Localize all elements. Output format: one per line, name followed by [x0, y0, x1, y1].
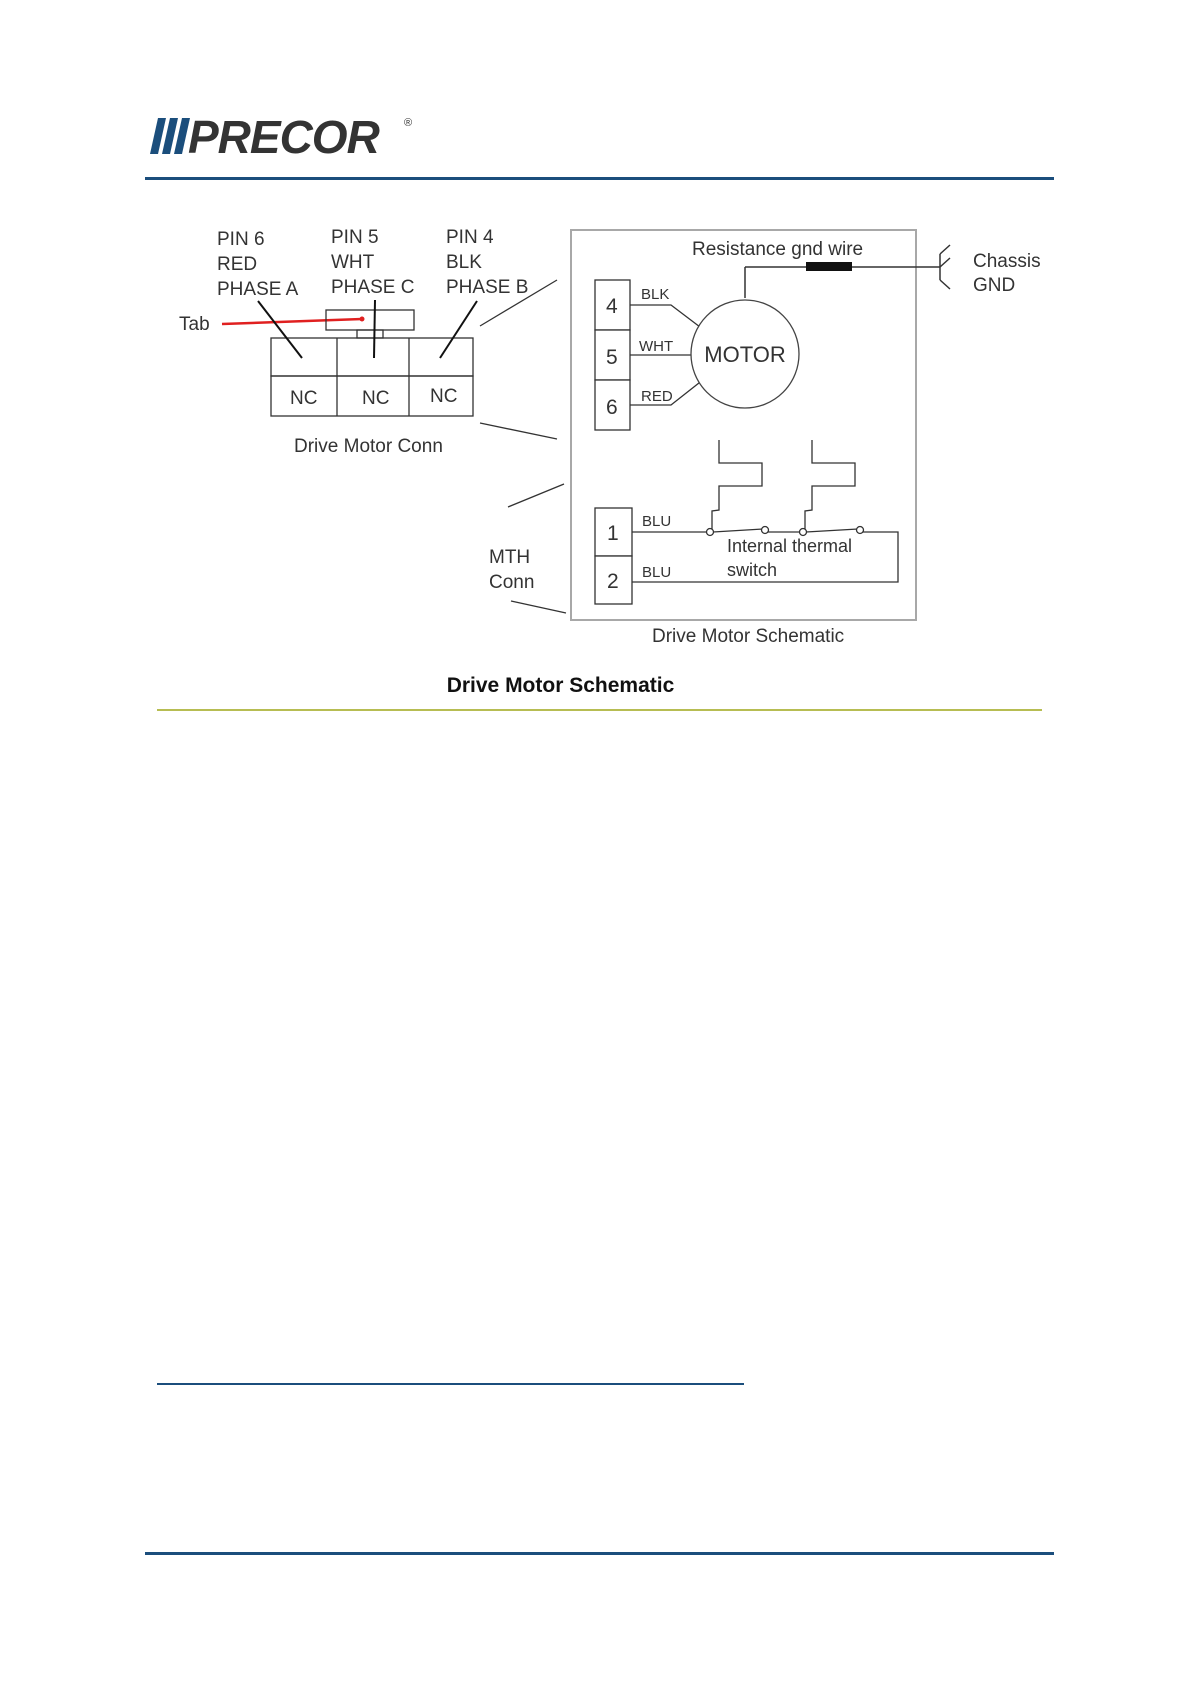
nc-label-1: NC	[290, 388, 317, 409]
footer-rule	[145, 1552, 1054, 1555]
tab-label: Tab	[179, 314, 210, 335]
pin-pointer-lines	[258, 300, 477, 358]
motor-pin-6: 6	[606, 396, 618, 419]
mth-wire-labels: BLU BLU	[642, 513, 671, 581]
chassis-gnd-label: Chassis GND	[973, 251, 1041, 296]
wire-label-blu-1: BLU	[642, 513, 671, 530]
thermal-switch-label: Internal thermal switch	[727, 536, 852, 580]
pin5-phase: PHASE C	[331, 277, 414, 298]
resistor-icon	[806, 262, 852, 271]
resistance-gnd-wire-label: Resistance gnd wire	[692, 239, 863, 260]
pin6-phase: PHASE A	[217, 279, 299, 300]
pin4-label: PIN 4	[446, 227, 494, 248]
wire-label-blk: BLK	[641, 286, 669, 303]
drive-motor-schematic-diagram: PIN 6 RED PHASE A PIN 5 WHT PHASE C PIN …	[150, 210, 1060, 655]
pin6-color: RED	[217, 254, 257, 275]
mth-label-line1: MTH	[489, 547, 530, 568]
registered-mark: ®	[404, 117, 412, 129]
section-rule	[157, 1383, 744, 1385]
thermal-element-symbols	[712, 440, 855, 530]
schematic-box-label: Drive Motor Schematic	[652, 626, 844, 647]
precor-logo: PRECOR ®	[148, 112, 418, 160]
wire-label-wht: WHT	[639, 338, 673, 355]
mth-label-line2: Conn	[489, 572, 534, 593]
tab-pointer-dot	[360, 317, 365, 322]
pin4-color: BLK	[446, 252, 482, 273]
mth-pin-2: 2	[607, 570, 619, 593]
header-rule	[145, 177, 1054, 180]
caption-rule	[157, 709, 1042, 711]
chassis-label-line2: GND	[973, 275, 1015, 296]
wire-label-red: RED	[641, 388, 673, 405]
chassis-ground-icon	[940, 245, 950, 289]
nc-labels: NC NC NC	[290, 386, 457, 409]
pin5-color: WHT	[331, 252, 375, 273]
connector-pin-labels: PIN 6 RED PHASE A PIN 5 WHT PHASE C PIN …	[217, 227, 528, 300]
thermal-label-line2: switch	[727, 560, 777, 580]
tab-pointer-line	[222, 319, 362, 324]
figure-caption: Drive Motor Schematic	[145, 674, 976, 698]
thermal-label-line1: Internal thermal	[727, 536, 852, 556]
pin5-label: PIN 5	[331, 227, 379, 248]
motor-pin-numbers: 4 5 6	[606, 295, 618, 419]
mth-pin-1: 1	[607, 522, 619, 545]
pin4-phase: PHASE B	[446, 277, 528, 298]
pin6-label: PIN 6	[217, 229, 265, 250]
chassis-label-line1: Chassis	[973, 251, 1041, 272]
logo-text: PRECOR	[188, 112, 380, 160]
mth-conn-label: MTH Conn	[489, 547, 534, 593]
motor-pin-4: 4	[606, 295, 618, 318]
motor-pin-5: 5	[606, 346, 618, 369]
wire-label-blu-2: BLU	[642, 564, 671, 581]
motor-wire-labels: BLK WHT RED	[639, 286, 673, 405]
ground-wire	[745, 267, 940, 298]
motor-label: MOTOR	[704, 342, 785, 367]
nc-label-2: NC	[362, 388, 389, 409]
drive-motor-conn-label: Drive Motor Conn	[294, 436, 443, 457]
nc-label-3: NC	[430, 386, 457, 407]
